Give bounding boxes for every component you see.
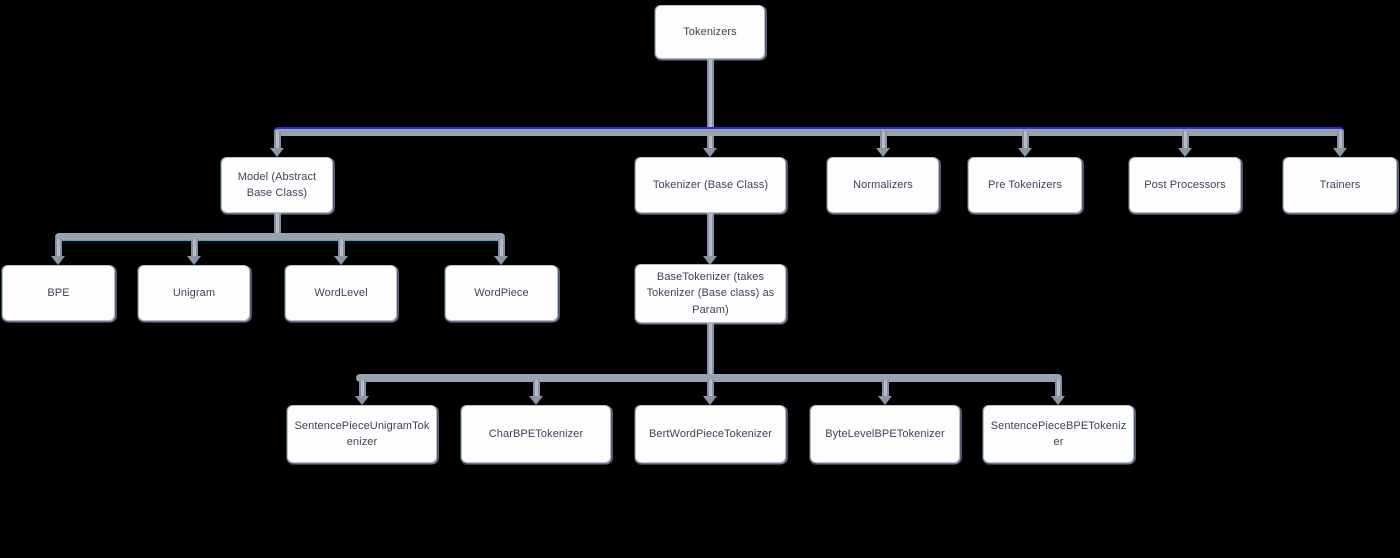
edge-bus-level3	[55, 233, 505, 241]
edge-drop-pre-tokenizers	[1022, 131, 1029, 148]
arrowhead-post-processors	[1178, 148, 1192, 157]
edge-drop-char-bpe	[533, 380, 540, 397]
node-tokenizers-label: Tokenizers	[683, 25, 737, 38]
arrowhead-sentencepiece-bpe	[1051, 396, 1065, 405]
node-bytelevel-bpe-tokenizer: ByteLevelBPETokenizer	[810, 405, 960, 463]
node-char-bpe-tokenizer: CharBPETokenizer	[461, 405, 611, 463]
node-unigram: Unigram	[138, 265, 250, 321]
node-wordlevel: WordLevel	[285, 265, 397, 321]
node-pre-tokenizers-label: Pre Tokenizers	[988, 178, 1062, 191]
edge-model-trunk	[274, 213, 281, 234]
node-pre-tokenizers: Pre Tokenizers	[968, 157, 1082, 213]
node-sentencepiece-unigram-tokenizer: SentencePieceUnigramTokenizer	[287, 405, 437, 463]
node-bert-wordpiece-tokenizer: BertWordPieceTokenizer	[635, 405, 786, 463]
node-tokenizer-base-label: Tokenizer (Base Class)	[652, 178, 769, 191]
node-bpe: BPE	[2, 265, 115, 321]
arrowhead-pre-tokenizers	[1018, 148, 1032, 157]
edge-drop-normalizers	[880, 131, 887, 148]
node-trainers: Trainers	[1283, 157, 1397, 213]
node-bert-wordpiece-tokenizer-label: BertWordPieceTokenizer	[648, 427, 773, 440]
arrowhead-tokenizer-base	[703, 148, 717, 157]
edge-tokenizers-trunk	[707, 59, 714, 148]
node-wordlevel-label: WordLevel	[314, 286, 368, 299]
node-model: Model (Abstract Base Class)	[221, 157, 333, 213]
edge-drop-post-processors	[1182, 131, 1189, 148]
node-base-tokenizer: BaseTokenizer (takes Tokenizer (Base cla…	[635, 264, 786, 323]
arrowhead-wordlevel	[334, 256, 348, 265]
node-post-processors: Post Processors	[1129, 157, 1241, 213]
node-bpe-label: BPE	[47, 286, 70, 299]
arrowhead-model	[270, 148, 284, 157]
node-unigram-label: Unigram	[172, 286, 216, 299]
node-trainers-label: Trainers	[1319, 178, 1361, 191]
arrowhead-wordpiece	[494, 256, 508, 265]
node-wordpiece: WordPiece	[445, 265, 558, 321]
arrowhead-unigram	[187, 256, 201, 265]
arrowhead-base-tokenizer	[703, 256, 717, 265]
arrowhead-char-bpe	[529, 396, 543, 405]
arrowhead-bert-wordpiece	[703, 396, 717, 405]
node-wordpiece-label: WordPiece	[474, 286, 529, 299]
node-post-processors-label: Post Processors	[1144, 178, 1226, 191]
edge-drop-bpe	[55, 239, 62, 257]
node-normalizers: Normalizers	[827, 157, 939, 213]
arrowhead-bytelevel-bpe	[878, 396, 892, 405]
edge-drop-trainers	[1337, 131, 1344, 148]
node-tokenizers: Tokenizers	[655, 5, 765, 59]
arrowhead-bpe	[51, 256, 65, 265]
edge-bus-level2	[274, 127, 1344, 136]
node-tokenizer-base: Tokenizer (Base Class)	[635, 157, 786, 213]
edge-tokenizer-base-trunk	[707, 213, 714, 256]
edge-bus-level4	[356, 374, 1062, 382]
node-sentencepiece-bpe-tokenizer-label: SentencePieceBPETokenizer	[990, 419, 1127, 449]
arrowhead-sentencepiece-unigram	[355, 396, 369, 405]
edge-drop-model	[274, 131, 281, 148]
node-model-label: Model (Abstract Base Class)	[237, 170, 317, 200]
node-bytelevel-bpe-tokenizer-label: ByteLevelBPETokenizer	[825, 427, 945, 440]
edge-drop-bytelevel-bpe	[882, 380, 889, 397]
edge-drop-wordpiece	[498, 239, 505, 257]
edge-drop-sentencepiece-unigram	[359, 380, 366, 397]
edge-drop-unigram	[191, 239, 198, 257]
node-sentencepiece-bpe-tokenizer: SentencePieceBPETokenizer	[983, 405, 1134, 463]
node-char-bpe-tokenizer-label: CharBPETokenizer	[488, 427, 584, 440]
arrowhead-trainers	[1333, 148, 1347, 157]
arrowhead-normalizers	[876, 148, 890, 157]
edge-drop-wordlevel	[338, 239, 345, 257]
node-normalizers-label: Normalizers	[853, 178, 913, 191]
node-base-tokenizer-label: BaseTokenizer (takes Tokenizer (Base cla…	[646, 270, 775, 316]
node-sentencepiece-unigram-tokenizer-label: SentencePieceUnigramTokenizer	[294, 419, 430, 449]
edge-drop-bert-wordpiece	[707, 380, 714, 397]
edge-base-tokenizer-trunk	[707, 323, 714, 375]
edge-drop-sentencepiece-bpe	[1055, 380, 1062, 397]
